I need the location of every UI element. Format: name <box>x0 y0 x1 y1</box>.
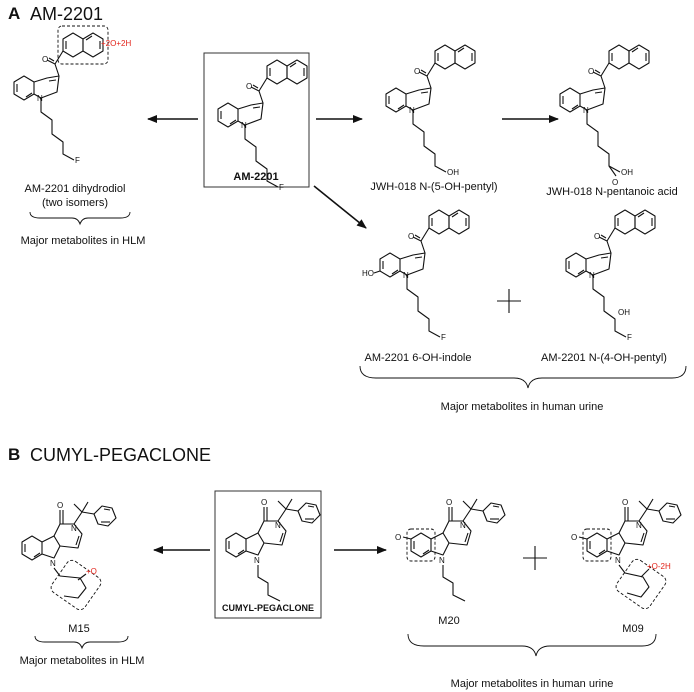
svg-text:N: N <box>583 106 589 115</box>
svg-text:HO: HO <box>362 269 374 278</box>
panel-a-letter: A <box>8 4 20 23</box>
m15-label: M15 <box>68 623 89 635</box>
urine-brace-a <box>359 365 687 389</box>
svg-text:N: N <box>50 559 56 568</box>
pegaclone-structure: O N N <box>225 498 321 602</box>
am2201-dihydrodiol-structure: O N F +2O+2H <box>13 25 131 165</box>
svg-text:O: O <box>594 232 600 241</box>
svg-text:O: O <box>246 82 252 91</box>
svg-text:N: N <box>636 521 642 530</box>
hlm-brace-a <box>29 211 131 226</box>
svg-text:O: O <box>414 67 420 76</box>
svg-text:F: F <box>441 333 446 342</box>
svg-text:N: N <box>71 524 77 533</box>
pegaclone-parent-label: CUMYL-PEGACLONE <box>222 603 314 613</box>
urine-caption-b: Major metabolites in human urine <box>451 678 614 690</box>
svg-text:O: O <box>612 178 618 187</box>
svg-text:O: O <box>57 501 63 510</box>
svg-text:O: O <box>571 533 577 542</box>
dihydrodiol-annotation: +2O+2H <box>101 39 131 48</box>
svg-text:N: N <box>439 556 445 565</box>
svg-text:N: N <box>403 271 409 280</box>
svg-text:N: N <box>409 106 415 115</box>
svg-text:F: F <box>279 183 284 192</box>
am2201-4oh-pentyl-structure: O N F OH <box>565 209 656 342</box>
jwh018-acid-label: JWH-018 N-pentanoic acid <box>546 186 677 198</box>
m20-label: M20 <box>438 615 459 627</box>
panel-b-letter: B <box>8 445 20 464</box>
svg-text:F: F <box>627 333 632 342</box>
jwh018-5oh-structure: O N OH <box>385 44 476 177</box>
m09-label: M09 <box>622 623 643 635</box>
svg-text:N: N <box>460 521 466 530</box>
svg-text:O: O <box>395 533 401 542</box>
am2201-structure: O N F <box>217 59 308 192</box>
svg-text:N: N <box>589 271 595 280</box>
hlm-brace-b <box>34 635 129 650</box>
dihydrodiol-label: AM-2201 dihydrodiol <box>25 183 126 195</box>
am2201-6oh-indole-label: AM-2201 6-OH-indole <box>365 352 472 364</box>
svg-text:O: O <box>446 498 452 507</box>
dihydrodiol-isomers: (two isomers) <box>42 197 108 209</box>
arrow-to-urine-metabolites <box>313 185 367 229</box>
m09-structure: O N N O +O-2H <box>571 498 682 610</box>
jwh018-5oh-label: JWH-018 N-(5-OH-pentyl) <box>370 181 497 193</box>
hlm-caption-a: Major metabolites in HLM <box>21 235 146 247</box>
jwh018-acid-structure: O N O OH <box>559 44 650 187</box>
svg-text:N: N <box>275 521 281 530</box>
hlm-caption-b: Major metabolites in HLM <box>20 655 145 667</box>
pegaclone-parent-box <box>214 490 322 619</box>
svg-text:F: F <box>75 156 80 165</box>
m09-annotation: +O-2H <box>647 562 671 571</box>
svg-text:N: N <box>615 556 621 565</box>
m20-structure: O N N O <box>395 498 506 602</box>
svg-text:O: O <box>261 498 267 507</box>
svg-text:OH: OH <box>618 308 630 317</box>
urine-brace-b <box>407 633 657 657</box>
svg-text:O: O <box>42 55 48 64</box>
svg-text:N: N <box>37 94 43 103</box>
am2201-parent-box <box>203 52 310 188</box>
m15-annotation: +O <box>86 567 97 576</box>
am2201-6oh-indole-structure: O N F HO <box>362 209 470 342</box>
panel-b-title: CUMYL-PEGACLONE <box>30 445 211 465</box>
am2201-4oh-pentyl-label: AM-2201 N-(4-OH-pentyl) <box>541 352 667 364</box>
svg-text:O: O <box>588 67 594 76</box>
svg-text:O: O <box>408 232 414 241</box>
plus-sign-a <box>497 289 521 313</box>
m15-structure: O N N +O <box>21 501 117 611</box>
panel-a-title: AM-2201 <box>30 4 103 24</box>
svg-text:N: N <box>241 121 247 130</box>
svg-text:N: N <box>254 556 260 565</box>
svg-text:OH: OH <box>621 168 633 177</box>
plus-sign-b <box>523 546 547 570</box>
svg-text:OH: OH <box>447 168 459 177</box>
urine-caption-a: Major metabolites in human urine <box>441 401 604 413</box>
am2201-parent-label: AM-2201 <box>233 171 278 183</box>
svg-text:O: O <box>622 498 628 507</box>
